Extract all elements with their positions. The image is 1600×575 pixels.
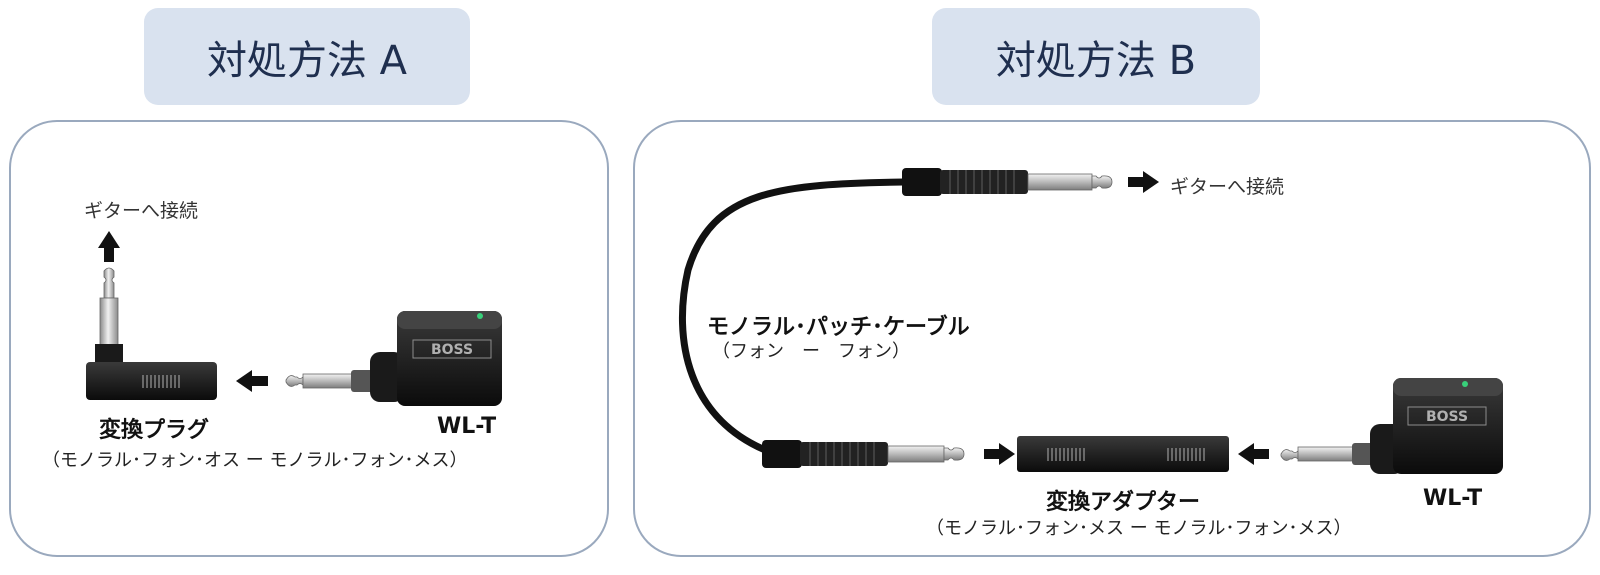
right-arrow-icon [1128, 171, 1159, 193]
bottom-phone-plug [762, 440, 965, 468]
patch-cable-label: モノラル･パッチ･ケーブル [707, 315, 970, 340]
boss-logo-b: BOSS [1426, 409, 1468, 425]
top-phone-plug [902, 168, 1113, 196]
wl-t-transmitter-b: BOSS [1280, 378, 1503, 474]
conversion-plug-label: 変換プラグ [99, 418, 210, 443]
method-a-title: 対処方法 A [144, 8, 470, 105]
conversion-plug [86, 267, 217, 400]
up-arrow-icon [98, 231, 120, 262]
left-arrow-icon [236, 370, 268, 392]
connect-to-guitar-label-b: ギターへ接続 [1170, 176, 1285, 198]
left-arrow-icon [1238, 443, 1269, 465]
wl-t-label-b: WL-T [1423, 486, 1483, 511]
method-b-title: 対処方法 B [932, 8, 1260, 105]
mono-patch-cable [679, 178, 908, 456]
method-b-panel [633, 120, 1591, 557]
boss-logo-a: BOSS [431, 342, 473, 358]
conversion-plug-spec: （モノラル･フォン･オス ー モノラル･フォン･メス） [42, 450, 468, 471]
connect-to-guitar-label-a: ギターへ接続 [84, 200, 199, 222]
wl-t-transmitter-a: BOSS [285, 311, 502, 406]
conversion-adapter [1017, 436, 1229, 472]
conversion-adapter-label: 変換アダプター [1046, 490, 1201, 515]
conversion-adapter-spec: （モノラル･フォン･メス ー モノラル･フォン･メス） [926, 518, 1352, 539]
method-a-panel [9, 120, 609, 557]
patch-cable-spec: （フォン ー フォン） [712, 341, 910, 362]
wl-t-label-a: WL-T [437, 414, 497, 439]
right-arrow-icon [984, 443, 1015, 465]
